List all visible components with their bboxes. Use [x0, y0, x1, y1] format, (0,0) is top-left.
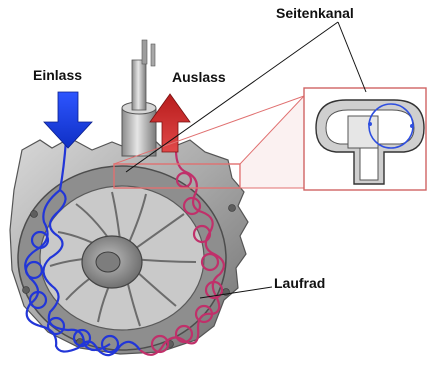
blower-housing — [10, 40, 248, 354]
motor-shaft — [132, 60, 146, 110]
einlass-label: Einlass — [33, 67, 82, 83]
side-channel-inset — [304, 88, 426, 190]
seitenkanal-pointer-inset — [338, 22, 366, 92]
auslass-label: Auslass — [172, 69, 226, 85]
callout-projection — [240, 96, 304, 188]
shaft-tip — [142, 40, 147, 64]
inset-impeller-blade — [348, 116, 378, 148]
laufrad-label: Laufrad — [274, 275, 325, 291]
impeller-hub-center — [96, 252, 120, 272]
seitenkanal-label: Seitenkanal — [276, 5, 354, 21]
outlet-pipe — [122, 108, 156, 156]
arrow-down-icon — [44, 92, 92, 148]
